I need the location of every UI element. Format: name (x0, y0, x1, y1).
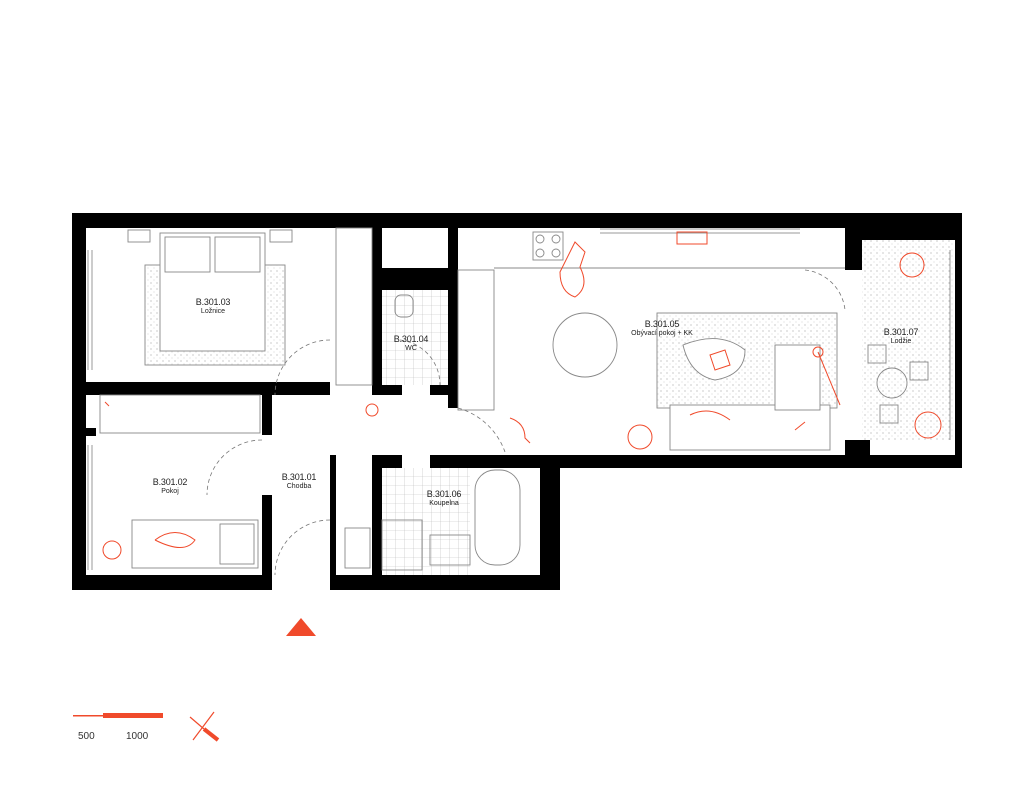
scale-label-500: 500 (78, 731, 95, 742)
north-arrow-icon (189, 711, 220, 742)
room-name: Obývací pokoj + KK (631, 329, 693, 337)
balcony-floor (862, 240, 954, 440)
door-swings (206, 269, 846, 576)
room-code: B.301.05 (644, 319, 680, 329)
furniture (99, 227, 929, 571)
room-name: Ložnice (200, 307, 226, 315)
room-code: B.301.07 (883, 327, 919, 337)
room-code: B.301.06 (426, 489, 462, 499)
scale-bar (73, 713, 163, 718)
room-name: Chodba (286, 482, 312, 490)
bathroom-tiles (382, 468, 470, 575)
room-code: B.301.03 (195, 297, 231, 307)
room-code: B.301.02 (152, 477, 188, 487)
walls (72, 213, 962, 590)
room-code: B.301.01 (281, 472, 317, 482)
windows (87, 228, 951, 570)
room-code: B.301.04 (393, 334, 429, 344)
room-name: Koupelna (429, 499, 459, 507)
decor-accents (102, 231, 942, 560)
room-name: Lodžie (890, 337, 912, 345)
scale-label-1000: 1000 (126, 731, 149, 742)
room-name: WC (405, 344, 417, 352)
entrance-arrow (286, 618, 316, 636)
room-name: Pokoj (161, 487, 179, 495)
